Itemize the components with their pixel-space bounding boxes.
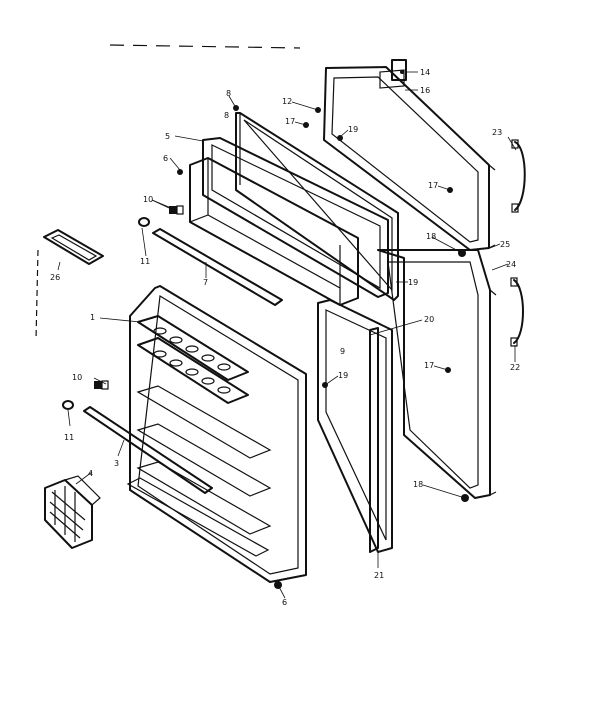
callout-17c: 17 xyxy=(424,361,434,370)
lower-door-handle xyxy=(510,277,524,347)
small-parts xyxy=(62,70,469,589)
callout-24: 24 xyxy=(506,260,516,269)
scan-border-marks xyxy=(35,44,301,341)
callout-10b: 10 xyxy=(72,373,82,382)
callout-12: 12 xyxy=(282,97,292,106)
callout-19a: 19 xyxy=(348,125,358,134)
callout-22: 22 xyxy=(510,363,520,372)
lower-door-liner xyxy=(126,285,307,583)
upper-door-handle xyxy=(511,139,526,213)
callout-9: 9 xyxy=(340,347,345,356)
callout-26: 26 xyxy=(50,273,60,282)
upper-door-gasket xyxy=(202,137,389,298)
callout-8a: 8 xyxy=(226,89,231,98)
callout-5: 5 xyxy=(165,132,170,141)
callout-18b: 18 xyxy=(413,480,423,489)
callout-11b: 11 xyxy=(64,433,74,442)
lower-outer-door-panel xyxy=(377,249,497,499)
callout-7: 7 xyxy=(203,278,208,287)
upper-shelf-rail xyxy=(152,228,283,306)
callout-20: 20 xyxy=(424,315,434,324)
callout-6a: 6 xyxy=(163,154,168,163)
lower-door-gasket xyxy=(317,299,393,553)
callout-11a: 11 xyxy=(140,257,150,266)
callout-3: 3 xyxy=(114,459,119,468)
crisper-grille xyxy=(44,475,101,549)
callout-14: 14 xyxy=(420,68,430,77)
callout-17b: 17 xyxy=(428,181,438,190)
upper-outer-door-panel xyxy=(323,66,496,251)
callout-16: 16 xyxy=(420,86,430,95)
callout-21: 21 xyxy=(374,571,384,580)
callout-1: 1 xyxy=(90,313,95,322)
callout-19c: 19 xyxy=(338,371,348,380)
top-hinge-bracket xyxy=(379,59,407,89)
callout-6b: 6 xyxy=(282,598,287,607)
lower-shelf-rail xyxy=(83,406,213,494)
leader-lines xyxy=(57,71,517,599)
callout-18a: 18 xyxy=(426,232,436,241)
butter-compartment-door xyxy=(43,229,104,265)
upper-door-liner xyxy=(235,112,399,301)
callout-labels: 8 5 6 10 12 17 19 14 16 17 18 19 20 17 1… xyxy=(50,68,520,607)
callout-17a: 17 xyxy=(285,117,295,126)
upper-door-shelf-bin xyxy=(188,157,359,307)
callout-4: 4 xyxy=(88,469,93,478)
callout-23: 23 xyxy=(492,128,502,137)
callout-10a: 10 xyxy=(143,195,153,204)
lower-door-retainer xyxy=(369,327,379,553)
callout-25: 25 xyxy=(500,240,510,249)
callout-19b: 19 xyxy=(408,278,418,287)
callout-8b: 8 xyxy=(224,111,229,120)
